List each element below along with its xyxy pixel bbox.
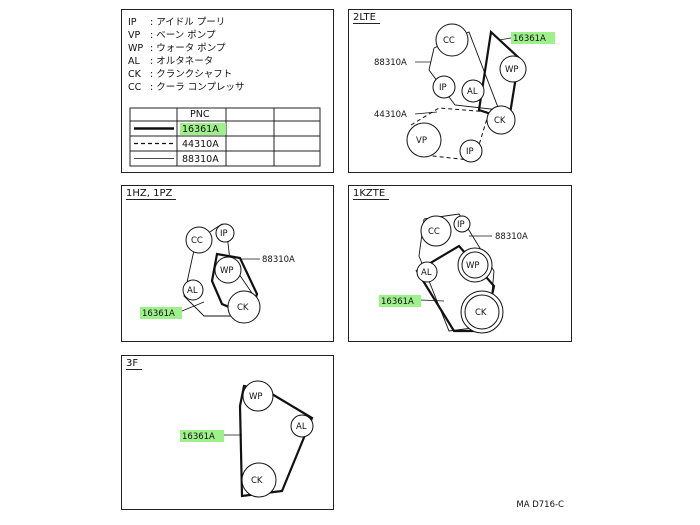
panel-text-3f: WP AL CK 16361A xyxy=(182,392,307,486)
legend-entry: CC: クーラ コンプレッサ xyxy=(128,82,245,93)
panel-text-1kzte: CC IP WP AL CK 88310A 16361A xyxy=(381,220,528,318)
legend-entry: AL: オルタネータ xyxy=(128,56,214,67)
ip-pulley xyxy=(459,139,483,163)
pulley-label: CK xyxy=(251,476,263,486)
pulley-label: CC xyxy=(191,236,203,246)
pulley-label: IP xyxy=(439,83,447,93)
ck-pulley xyxy=(486,105,516,135)
pulley-label: IP xyxy=(466,147,474,157)
wp-pulley xyxy=(499,55,527,83)
pulley-label: AL xyxy=(467,87,478,97)
pulley-label: IP xyxy=(457,220,465,230)
belt-diagram-1kzte xyxy=(379,213,504,334)
pulley-label: AL xyxy=(421,268,432,278)
pulley-label: WP xyxy=(220,266,234,276)
pulley-label: AL xyxy=(296,422,307,432)
part-code-label: 16361A xyxy=(513,34,546,44)
panel-1kzte: 1KZTE CC IP WP AL CK 88310A 16361A xyxy=(348,185,572,342)
pnc-row-code: 88310A xyxy=(182,154,219,165)
pulley-label: WP xyxy=(249,392,263,402)
al-pulley xyxy=(461,79,485,103)
panel-3f: 3F WP AL CK 16361A xyxy=(121,355,334,510)
belt-diagram-1hz xyxy=(140,223,261,324)
pulley-label: AL xyxy=(187,286,198,296)
panel-text-1hz: CC IP WP AL CK 88310A 16361A xyxy=(142,229,295,319)
cc-pulley xyxy=(435,23,469,57)
pulley-label: WP xyxy=(466,261,480,271)
part-code-label: 44310A xyxy=(374,110,407,120)
legend-entry: WP: ウォータ ポンプ xyxy=(128,43,226,54)
pnc-row-code: 44310A xyxy=(182,139,219,150)
pulley-label: VP xyxy=(416,136,427,146)
pulley-label: CC xyxy=(443,36,455,46)
panel-text-2lte: CC WP IP AL CK VP IP 16361A 88310A 44310… xyxy=(374,34,546,157)
legend-panel: IP: アイドル プーリ VP: ベーン ポンプ WP: ウォータ ポンプ AL… xyxy=(121,9,334,173)
ip-pulley xyxy=(432,75,456,99)
pulley-label: CC xyxy=(428,227,440,237)
diagram-reference: MA D716-C xyxy=(516,500,564,510)
belt-diagram-2lte xyxy=(406,23,555,163)
panel-title: 3F xyxy=(126,358,143,370)
panel-title: 1KZTE xyxy=(353,188,390,200)
part-code-label: 16361A xyxy=(182,432,215,442)
pulley-label: CK xyxy=(475,308,487,318)
part-code-label: 16361A xyxy=(142,309,175,319)
panel-title: 2LTE xyxy=(353,12,380,24)
legend-entry: VP: ベーン ポンプ xyxy=(128,30,216,41)
vp-pulley xyxy=(406,122,442,158)
pnc-row-code: 16361A xyxy=(182,124,219,135)
part-code-label: 88310A xyxy=(262,255,295,265)
belt-diagram-3f xyxy=(180,380,314,498)
panel-1hz-1pz: 1HZ, 1PZ CC IP WP AL CK 88310A 16361A xyxy=(121,185,334,342)
panel-title: 1HZ, 1PZ xyxy=(126,188,177,200)
pnc-table xyxy=(129,107,321,167)
pulley-label: CK xyxy=(494,116,506,126)
pulley-label: IP xyxy=(220,229,228,239)
pnc-header: PNC xyxy=(190,109,210,120)
pulley-label: CK xyxy=(237,303,249,313)
legend-entry: CK: クランクシャフト xyxy=(128,69,233,80)
part-code-label: 88310A xyxy=(374,58,407,68)
pulley-label: WP xyxy=(505,65,519,75)
part-code-label: 16361A xyxy=(381,297,414,307)
panel-2lte: 2LTE CC WP IP AL CK VP IP 16361A 88310A … xyxy=(348,9,572,173)
legend-entry: IP: アイドル プーリ xyxy=(128,17,226,28)
part-code-label: 88310A xyxy=(495,232,528,242)
